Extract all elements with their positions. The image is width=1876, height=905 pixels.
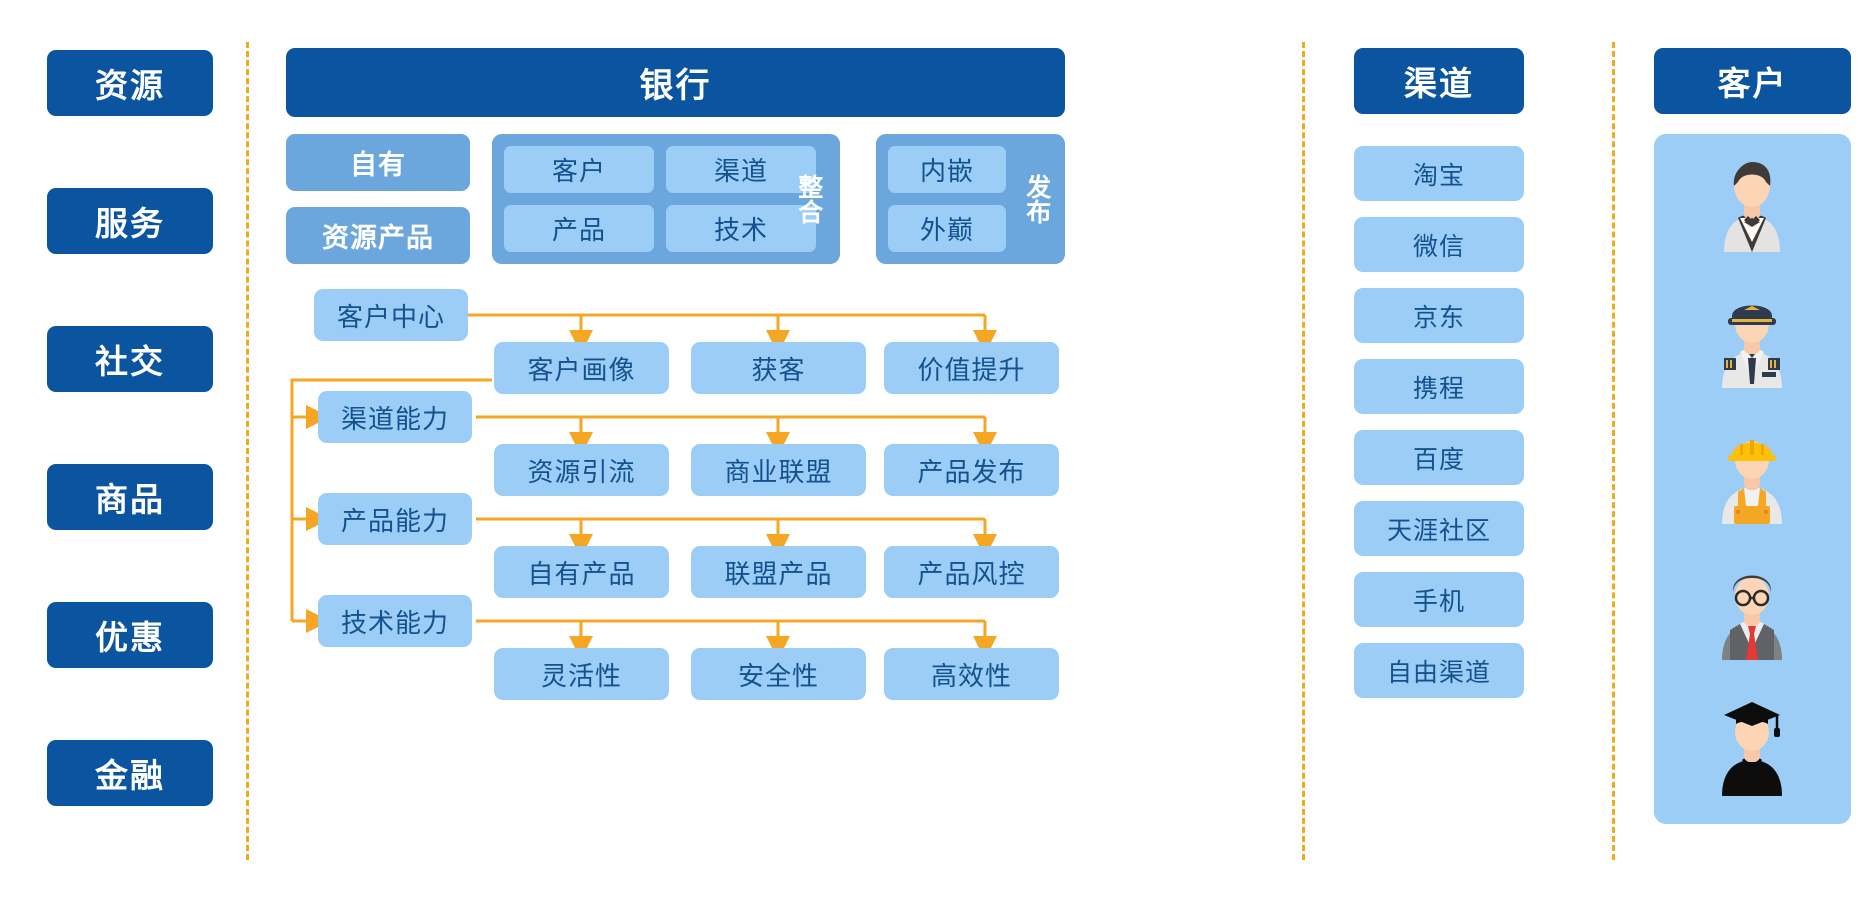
leaf-customer-profile[interactable]: 客户画像 xyxy=(494,342,669,394)
capability-product[interactable]: 产品能力 xyxy=(318,493,472,545)
leaf-product-risk[interactable]: 产品风控 xyxy=(884,546,1059,598)
capability-customer-center[interactable]: 客户中心 xyxy=(314,289,468,341)
integrate-cell-channel[interactable]: 渠道 xyxy=(666,146,816,193)
own-label[interactable]: 自有 xyxy=(286,134,470,191)
divider-channel-customer xyxy=(1612,42,1615,860)
integrate-row-2: 产品 技术 xyxy=(504,205,816,252)
integrate-cell-product[interactable]: 产品 xyxy=(504,205,654,252)
channel-item-free[interactable]: 自由渠道 xyxy=(1354,643,1524,698)
divider-left xyxy=(246,42,249,860)
leaf-product-release[interactable]: 产品发布 xyxy=(884,444,1059,496)
left-item-youhui[interactable]: 优惠 xyxy=(47,602,213,668)
waiter-avatar-icon xyxy=(1682,148,1822,252)
publish-cell-grid: 内嵌 外巅 xyxy=(888,146,1006,252)
construction-worker-avatar-icon xyxy=(1682,420,1822,524)
leaf-efficiency[interactable]: 高效性 xyxy=(884,648,1059,700)
integrate-cell-customer[interactable]: 客户 xyxy=(504,146,654,193)
publish-panel: 内嵌 外巅 发布 xyxy=(876,134,1065,264)
leaf-resource-traffic[interactable]: 资源引流 xyxy=(494,444,669,496)
leaf-flexibility[interactable]: 灵活性 xyxy=(494,648,669,700)
leaf-security[interactable]: 安全性 xyxy=(691,648,866,700)
channel-item-mobile[interactable]: 手机 xyxy=(1354,572,1524,627)
publish-vertical-label: 发布 xyxy=(1022,174,1051,224)
customer-title: 客户 xyxy=(1654,48,1851,114)
left-item-fuwu[interactable]: 服务 xyxy=(47,188,213,254)
publish-cell-external[interactable]: 外巅 xyxy=(888,205,1006,252)
publish-cell-embedded[interactable]: 内嵌 xyxy=(888,146,1006,193)
integrate-vertical-label: 整合 xyxy=(794,174,823,224)
integrate-cell-technology[interactable]: 技术 xyxy=(666,205,816,252)
channel-item-jd[interactable]: 京东 xyxy=(1354,288,1524,343)
integrate-row-1: 客户 渠道 xyxy=(504,146,816,193)
customer-avatar-panel xyxy=(1654,134,1851,824)
channel-title: 渠道 xyxy=(1354,48,1524,114)
left-item-shangpin[interactable]: 商品 xyxy=(47,464,213,530)
bank-title: 银行 xyxy=(286,48,1065,117)
capability-channel[interactable]: 渠道能力 xyxy=(318,391,472,443)
leaf-business-alliance[interactable]: 商业联盟 xyxy=(691,444,866,496)
leaf-value-uplift[interactable]: 价值提升 xyxy=(884,342,1059,394)
channel-item-tianya[interactable]: 天涯社区 xyxy=(1354,501,1524,556)
capability-technology[interactable]: 技术能力 xyxy=(318,595,472,647)
pilot-avatar-icon xyxy=(1682,284,1822,388)
resource-product-label[interactable]: 资源产品 xyxy=(286,207,470,264)
left-item-shejiao[interactable]: 社交 xyxy=(47,326,213,392)
businessman-avatar-icon xyxy=(1682,556,1822,660)
channel-item-ctrip[interactable]: 携程 xyxy=(1354,359,1524,414)
left-item-jinrong[interactable]: 金融 xyxy=(47,740,213,806)
leaf-alliance-product[interactable]: 联盟产品 xyxy=(691,546,866,598)
leaf-own-product[interactable]: 自有产品 xyxy=(494,546,669,598)
channel-item-taobao[interactable]: 淘宝 xyxy=(1354,146,1524,201)
publish-row-2: 外巅 xyxy=(888,205,1006,252)
integrate-cell-grid: 客户 渠道 产品 技术 xyxy=(504,146,816,252)
integrate-panel: 客户 渠道 产品 技术 整合 xyxy=(492,134,840,264)
publish-row-1: 内嵌 xyxy=(888,146,1006,193)
channel-item-wechat[interactable]: 微信 xyxy=(1354,217,1524,272)
own-resource-stack: 自有 资源产品 xyxy=(286,134,470,264)
left-item-ziyuan[interactable]: 资源 xyxy=(47,50,213,116)
flow-connector-wires xyxy=(290,313,997,660)
capability-flow: 客户中心 渠道能力 产品能力 技术能力 客户画像 获客 价值提升 资源引流 商业… xyxy=(286,284,1065,704)
divider-bank-channel xyxy=(1302,42,1305,860)
graduate-avatar-icon xyxy=(1682,692,1822,796)
leaf-acquisition[interactable]: 获客 xyxy=(691,342,866,394)
channel-item-baidu[interactable]: 百度 xyxy=(1354,430,1524,485)
